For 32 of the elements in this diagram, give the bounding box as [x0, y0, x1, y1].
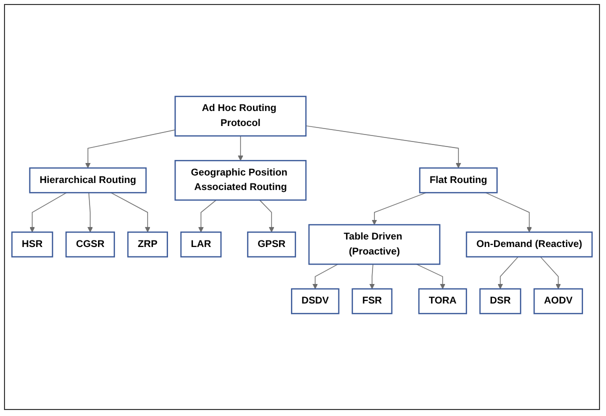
node-box [247, 231, 296, 257]
arrow [372, 192, 426, 224]
node-box [419, 166, 498, 193]
diagram-frame: Ad Hoc Routing Protocol Hierarchical Routing Flat Routing Geographic Position Associated Routing HSR CGSR ZRP LAR GPSR Table Driven (Proactive) On-Demand (Reactive) DSDV FSR TORA DSR AODV [4, 4, 600, 410]
node-box [534, 288, 584, 314]
arrow [312, 263, 338, 289]
node-box [290, 288, 340, 314]
node-box [29, 166, 147, 193]
arrow [306, 124, 462, 168]
node-box [174, 159, 307, 200]
arrow [498, 256, 518, 289]
arrow [259, 199, 274, 232]
node-box [11, 231, 54, 257]
arrow [540, 256, 561, 289]
node-box [127, 231, 168, 257]
arrow [238, 135, 244, 160]
node-box [174, 95, 307, 136]
arrow [198, 199, 217, 232]
arrow [30, 192, 67, 232]
arrow [416, 263, 446, 289]
arrow [485, 192, 532, 232]
node-box [65, 231, 115, 257]
node-box [479, 288, 522, 314]
arrow [110, 192, 150, 232]
node-box [308, 224, 440, 264]
node-box [418, 288, 468, 314]
node-box [352, 288, 392, 314]
arrow [85, 129, 176, 168]
node-box [180, 231, 222, 257]
arrow [88, 192, 93, 232]
arrow [369, 263, 375, 289]
node-box [466, 231, 593, 257]
